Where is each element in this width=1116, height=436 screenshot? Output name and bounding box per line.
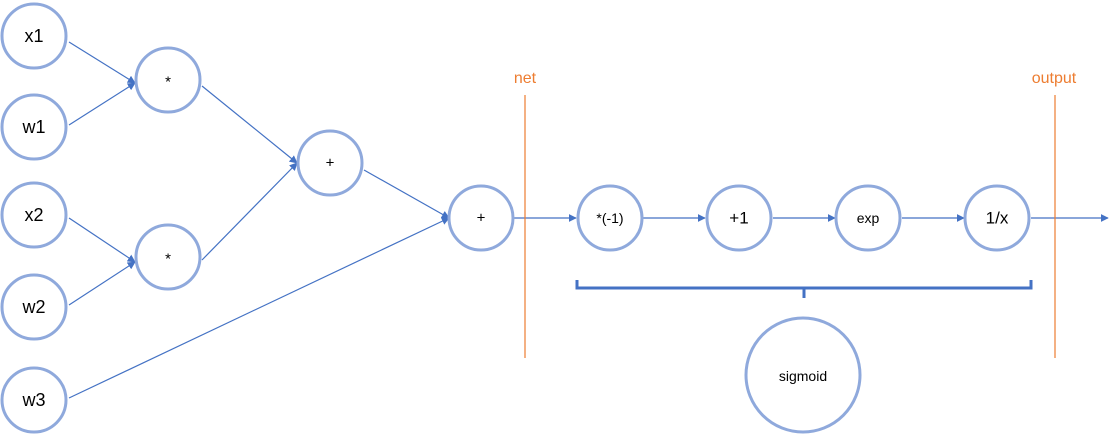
node-x1-label: x1 bbox=[24, 26, 43, 46]
node-w1: w1 bbox=[0, 93, 68, 161]
node-recip: 1/x bbox=[963, 184, 1031, 252]
node-neg-label: *(-1) bbox=[596, 210, 623, 226]
edge-mul1-to-add1 bbox=[201, 85, 298, 164]
node-sigmoid: sigmoid bbox=[744, 316, 862, 434]
edges bbox=[68, 41, 1109, 399]
node-add1: + bbox=[296, 129, 364, 197]
node-add1-label: + bbox=[326, 155, 335, 172]
node-w3-label: w3 bbox=[21, 390, 45, 410]
node-mul1: * bbox=[134, 46, 202, 114]
sigmoid-brace bbox=[575, 280, 1033, 298]
node-w3: w3 bbox=[0, 366, 68, 434]
net-marker-label: net bbox=[514, 70, 537, 87]
node-w2: w2 bbox=[0, 273, 68, 341]
node-mul2: * bbox=[134, 223, 202, 291]
output-marker: output bbox=[1032, 70, 1077, 358]
node-exp: exp bbox=[834, 184, 902, 252]
edge-w1-to-mul1 bbox=[68, 82, 136, 126]
edge-x1-to-mul1 bbox=[68, 41, 136, 84]
node-recip-label: 1/x bbox=[986, 209, 1009, 228]
node-neg: *(-1) bbox=[576, 184, 644, 252]
edge-add1-to-add2 bbox=[363, 169, 450, 219]
node-mul1-label: * bbox=[165, 74, 171, 91]
node-exp-label: exp bbox=[857, 210, 880, 226]
node-x2: x2 bbox=[0, 181, 68, 249]
edge-mul2-to-add1 bbox=[201, 162, 298, 261]
node-x1: x1 bbox=[0, 2, 68, 70]
node-x2-label: x2 bbox=[24, 205, 43, 225]
node-plus1: +1 bbox=[705, 184, 773, 252]
node-w1-label: w1 bbox=[21, 117, 45, 137]
output-marker-label: output bbox=[1032, 70, 1077, 87]
node-w2-label: w2 bbox=[21, 297, 45, 317]
node-plus1-label: +1 bbox=[729, 209, 748, 228]
node-mul2-label: * bbox=[165, 251, 171, 268]
node-add2: + bbox=[447, 184, 515, 252]
edge-w3-to-add2 bbox=[68, 217, 450, 399]
node-sigmoid-label: sigmoid bbox=[779, 368, 827, 384]
net-marker: net bbox=[514, 70, 537, 358]
edge-x2-to-mul2 bbox=[68, 217, 136, 263]
node-add2-label: + bbox=[477, 210, 486, 227]
edge-w2-to-mul2 bbox=[68, 261, 136, 306]
